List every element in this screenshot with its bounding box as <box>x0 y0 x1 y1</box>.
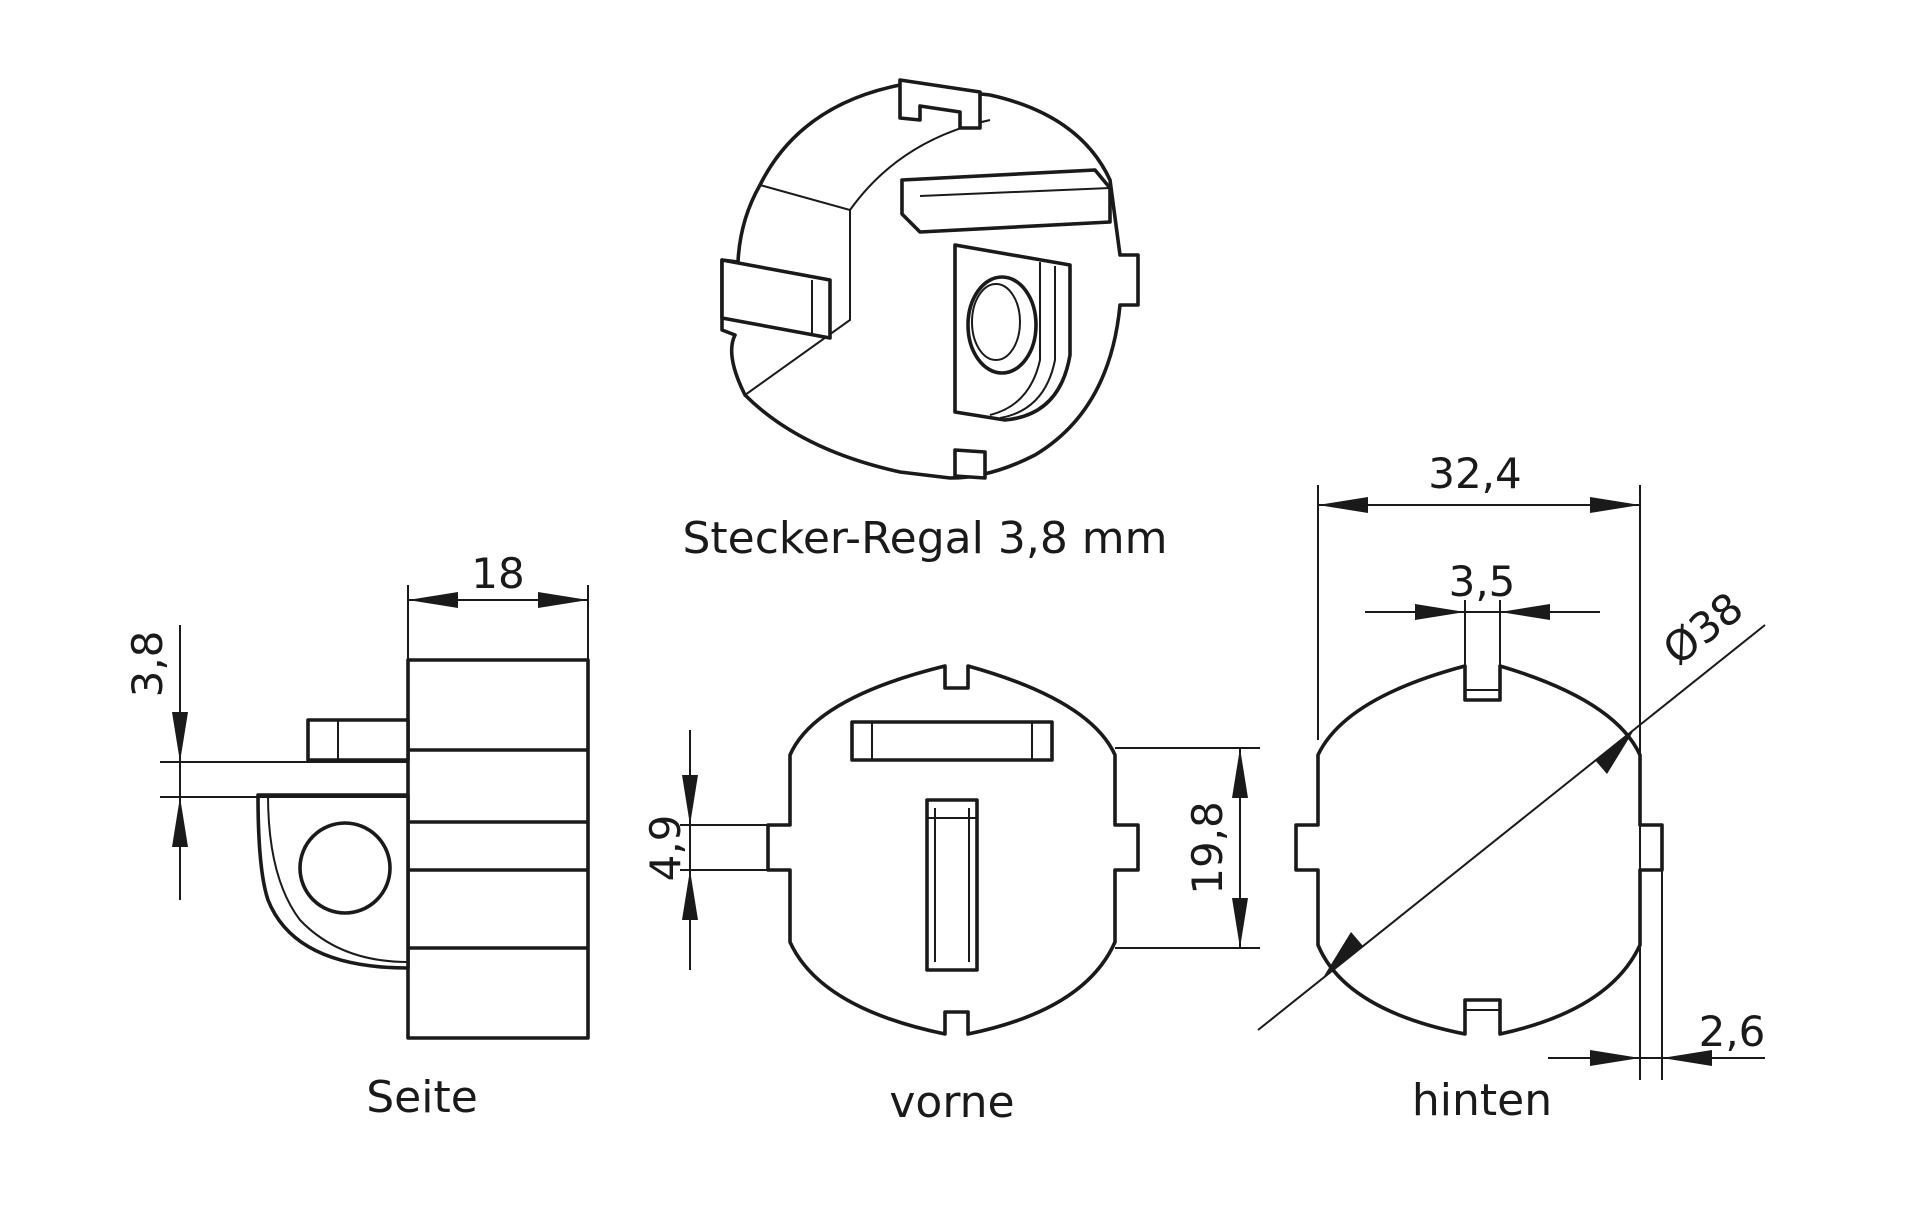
title-label: Stecker-Regal 3,8 mm <box>682 513 1167 564</box>
dim-front-height: 19,8 <box>1183 801 1232 895</box>
back-view <box>1257 485 1766 1080</box>
back-view-label: hinten <box>1412 1075 1552 1126</box>
front-view <box>680 664 1260 1036</box>
dim-back-slot: 3,5 <box>1449 557 1516 606</box>
isometric-view <box>720 78 1140 480</box>
side-view <box>160 585 590 1040</box>
dim-back-width: 32,4 <box>1428 449 1522 498</box>
dim-side-width: 18 <box>471 549 524 598</box>
dim-back-diameter: Ø38 <box>1654 583 1752 675</box>
dim-front-slot: 4,9 <box>641 815 690 882</box>
dim-back-depth: 2,6 <box>1699 1007 1766 1056</box>
dim-side-thickness: 3,8 <box>123 631 172 698</box>
front-view-label: vorne <box>889 1077 1014 1128</box>
side-view-label: Seite <box>366 1072 478 1123</box>
